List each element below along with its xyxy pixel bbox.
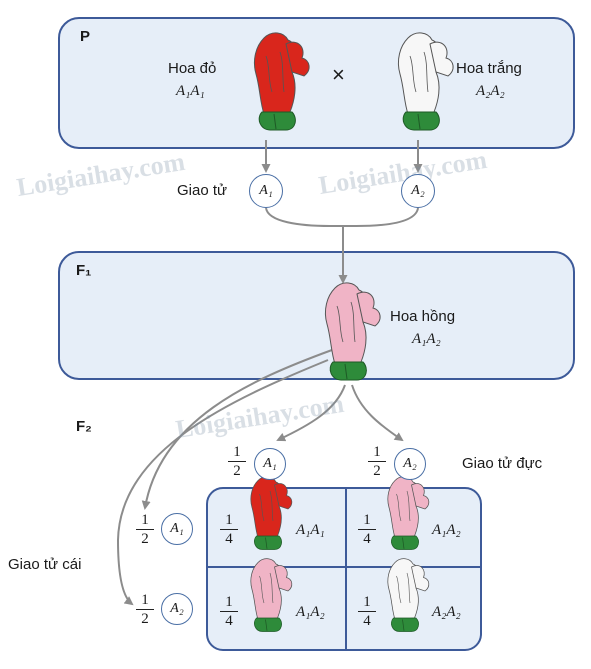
label-f1: F₁ — [76, 262, 92, 279]
label-gamete: Giao tử — [177, 182, 228, 199]
f1-generation-box — [58, 251, 575, 380]
label-p: P — [80, 28, 91, 45]
cell-1-genotype: A₁A₁ — [296, 522, 325, 538]
label-f2: F₂ — [76, 418, 92, 435]
genotype-red: A₁A₁ — [176, 83, 205, 99]
male-gamete-a2-circle: A₂ — [394, 448, 426, 480]
female-gamete-a2-circle: A₂ — [161, 593, 193, 625]
arrow-f1-to-female-a2 — [116, 359, 329, 606]
arrow-f1-to-male-a1 — [276, 384, 346, 442]
cell-4-genotype: A₂A₂ — [432, 604, 461, 620]
cell-3-genotype: A₁A₂ — [296, 604, 325, 620]
genotype-white: A₂A₂ — [476, 83, 505, 99]
genotype-pink: A₁A₂ — [412, 331, 441, 347]
gamete-a1-circle: A₁ — [249, 174, 283, 208]
label-female-gametes: Giao tử cái — [8, 556, 82, 573]
cell-2-genotype: A₁A₂ — [432, 522, 461, 538]
gamete-a2-circle: A₂ — [401, 174, 435, 208]
label-white-flower: Hoa trắng — [456, 60, 522, 77]
male-gamete-a1-circle: A₁ — [254, 448, 286, 480]
label-pink-flower: Hoa hồng — [390, 308, 456, 325]
arrow-gametes-merge — [265, 207, 419, 227]
female-gamete-a1-circle: A₁ — [161, 513, 193, 545]
arrow-f1-to-female-a1 — [141, 349, 333, 510]
cross-symbol: × — [332, 62, 345, 87]
arrow-f1-to-male-a2 — [351, 384, 404, 442]
label-red-flower: Hoa đỏ — [168, 60, 217, 77]
punnett-square-box — [206, 487, 482, 651]
label-male-gametes: Giao tử đực — [462, 455, 543, 472]
